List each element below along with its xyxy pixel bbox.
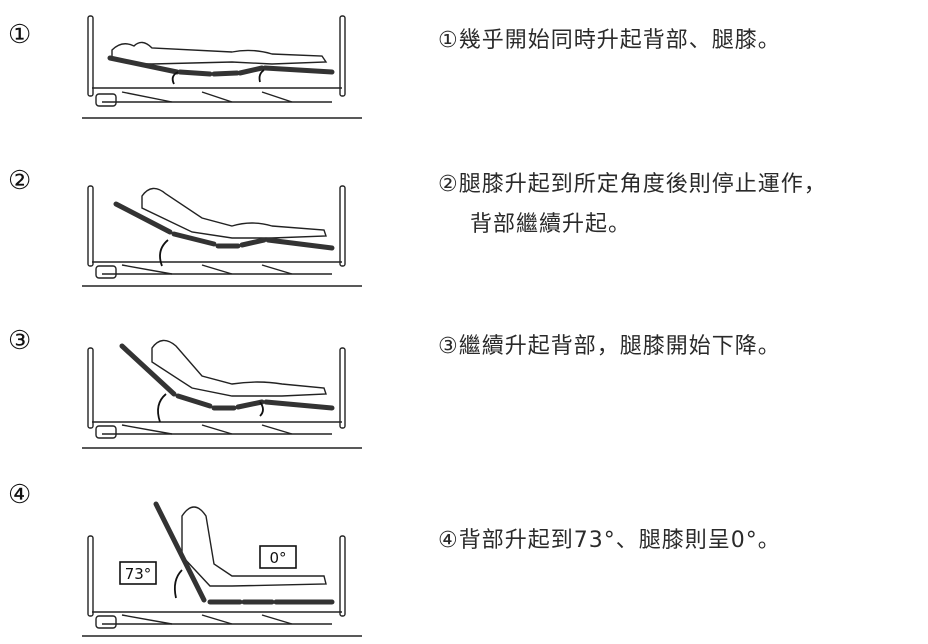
step-4-text: ④背部升起到73°、腿膝則呈0°。 [438,528,781,553]
bed-diagram-step-2 [82,185,362,287]
back-angle-label: 73° [125,565,152,583]
step-1-text: ①幾乎開始同時升起背部、腿膝。 [438,28,781,53]
step-1-marker: ① [8,20,32,50]
step-4-marker: ④ [8,480,32,510]
step-2-text: ②腿膝升起到所定角度後則停止運作， [438,172,827,197]
knee-angle-label: 0° [269,549,286,567]
step-3-marker: ③ [8,326,32,356]
step-2-text-line2: 背部繼續升起。 [470,212,632,237]
step-2-marker: ② [8,166,32,196]
bed-diagram-step-4: 73° 0° [82,501,362,637]
bed-diagram-step-3 [82,339,362,449]
bed-diagram-step-1 [82,15,362,119]
step-3-text: ③繼續升起背部，腿膝開始下降。 [438,334,781,359]
